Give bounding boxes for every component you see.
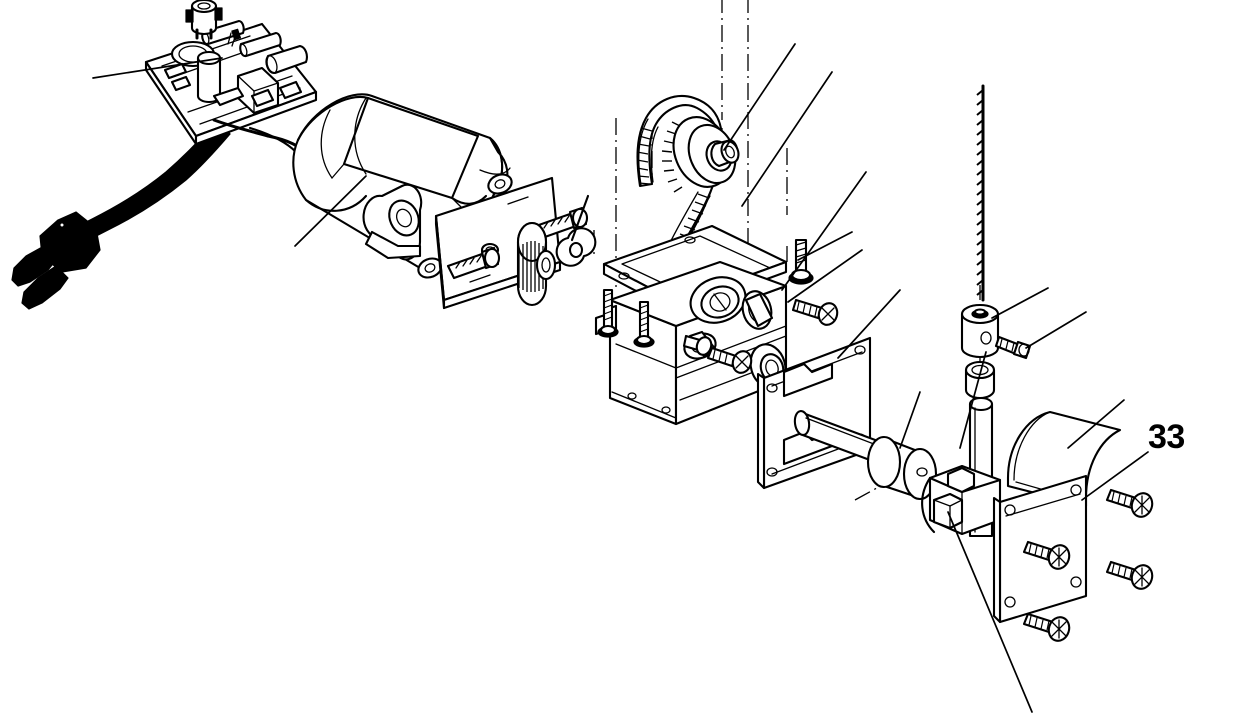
leader-cover-plate (1081, 451, 1149, 501)
leader-screw-small (787, 249, 863, 303)
gearbox-screw-f (682, 334, 713, 356)
leader-gearbox-screw (797, 231, 853, 261)
leader-circuit-board (92, 57, 223, 79)
leader-motor (294, 175, 367, 247)
spacer-bushing (964, 360, 996, 400)
leader-lines (723, 43, 1149, 713)
saw-blade (976, 84, 985, 302)
cover-screw-1 (1105, 488, 1154, 518)
callout-33: 33 (1148, 418, 1185, 456)
leader-motor-end (1067, 399, 1125, 449)
gearbox-screw-a (597, 288, 619, 338)
clamp-block (921, 464, 1002, 536)
leader-gearbox-top (741, 71, 833, 207)
plug-body (11, 211, 101, 310)
leader-gearbox-body (781, 171, 867, 291)
circuit-board (144, 19, 318, 146)
leader-plunger (959, 351, 987, 449)
motor-mount-bolt-lower (446, 246, 501, 280)
blade-set-screw (994, 335, 1032, 360)
drive-pulley (516, 221, 557, 306)
leader-blade-holder (991, 287, 1049, 319)
leader-cam-disc (899, 391, 921, 449)
leader-clamp-block (947, 511, 1033, 713)
board-switch (185, 0, 223, 40)
leader-driven-pulley (723, 43, 796, 151)
gearbox-screw-e (706, 346, 753, 374)
retaining-clip (555, 194, 597, 267)
cam-disc (866, 435, 938, 501)
cover-screw-2 (1022, 540, 1071, 570)
cover-screw-4 (1022, 612, 1071, 642)
gearbox-screw-c (788, 238, 814, 285)
leader-set-screw (1025, 311, 1087, 349)
leader-arm-bracket (837, 289, 901, 359)
gearbox-screw-d (791, 298, 839, 326)
cover-screw-3 (1105, 560, 1154, 590)
gearbox-screw-b (633, 300, 655, 348)
blade-holder (960, 303, 1000, 359)
